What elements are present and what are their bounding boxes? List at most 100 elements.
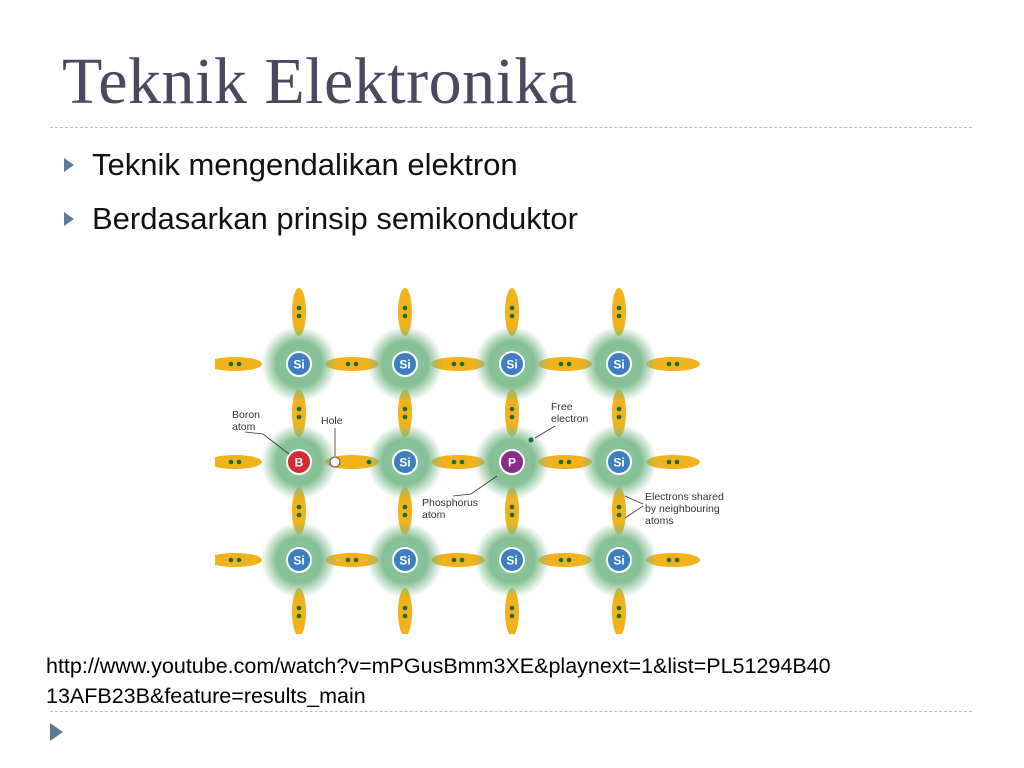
shared-electrons-annotation: atoms — [645, 515, 674, 527]
shared-electrons-annotation: by neighbouring — [645, 503, 720, 515]
boron-annotation: atom — [232, 421, 256, 433]
electron-dot — [616, 605, 622, 611]
silicon-atom-label: Si — [613, 554, 624, 568]
silicon-atom — [392, 351, 418, 377]
covalent-bond — [612, 288, 626, 336]
electron-dot — [296, 512, 302, 518]
source-link[interactable]: http://www.youtube.com/watch?v=mPGusBmm3… — [46, 651, 986, 711]
silicon-atom — [286, 547, 312, 573]
bullet-list: Teknik mengendalikan elektron Berdasarka… — [64, 142, 578, 250]
covalent-bond — [398, 588, 412, 634]
electron-dot — [558, 361, 564, 367]
shared-electrons-annotation: Electrons shared — [645, 491, 724, 503]
electron-dot — [353, 557, 359, 563]
footer-divider — [50, 711, 972, 712]
electron-dot — [296, 605, 302, 611]
electron-dot — [674, 361, 680, 367]
phosphorus-atom — [499, 449, 525, 475]
electron-dot — [402, 605, 408, 611]
silicon-atom-label: Si — [506, 554, 517, 568]
electron-dot — [451, 459, 457, 465]
triangle-bullet-icon — [64, 158, 74, 172]
boron-atom-label: B — [295, 456, 304, 470]
boron-pointer — [244, 431, 290, 455]
electron-dot — [459, 361, 465, 367]
silicon-atom — [606, 351, 632, 377]
covalent-bond — [431, 455, 485, 469]
silicon-atom-label: Si — [399, 456, 410, 470]
electron-dot — [558, 459, 564, 465]
electron-dot — [616, 414, 622, 420]
covalent-bond — [431, 553, 485, 567]
free-electron-annotation: electron — [551, 413, 589, 425]
electron-dot — [509, 605, 515, 611]
covalent-bond — [292, 288, 306, 336]
silicon-atom-label: Si — [293, 554, 304, 568]
electron-dot — [366, 459, 372, 465]
electron-dot — [228, 361, 234, 367]
electron-dot — [509, 305, 515, 311]
electron-dot — [402, 613, 408, 619]
hole-marker — [329, 456, 341, 468]
electron-dot — [459, 459, 465, 465]
phosphorus-atom-label: P — [508, 456, 516, 470]
bullet-item: Berdasarkan prinsip semikonduktor — [64, 196, 578, 250]
covalent-bond — [646, 357, 700, 371]
bullet-text: Berdasarkan prinsip semikonduktor — [92, 201, 578, 236]
covalent-bond — [325, 357, 379, 371]
electron-dot — [616, 305, 622, 311]
hole-annotation: Hole — [321, 415, 343, 427]
silicon-atom-label: Si — [293, 358, 304, 372]
electron-dot — [509, 414, 515, 420]
electron-dot — [228, 557, 234, 563]
slide-title: Teknik Elektronika — [62, 45, 578, 118]
shared-pointer — [624, 495, 644, 505]
electron-dot — [566, 459, 572, 465]
shared-pointer — [624, 505, 644, 519]
bullet-item: Teknik mengendalikan elektron — [64, 142, 578, 196]
electron-dot — [296, 406, 302, 412]
electron-dot — [345, 557, 351, 563]
phosphorus-pointer — [452, 475, 498, 497]
electron-dot — [296, 313, 302, 319]
electron-dot — [402, 512, 408, 518]
electron-dot — [616, 504, 622, 510]
electron-dot — [509, 406, 515, 412]
free-electron-dot — [528, 437, 534, 443]
electron-dot — [228, 459, 234, 465]
triangle-footer-icon — [50, 723, 63, 741]
electron-dot — [296, 305, 302, 311]
silicon-atom — [499, 351, 525, 377]
triangle-bullet-icon — [64, 212, 74, 226]
title-divider — [50, 127, 972, 128]
electron-dot — [674, 557, 680, 563]
electron-dot — [451, 557, 457, 563]
source-url-line: http://www.youtube.com/watch?v=mPGusBmm3… — [46, 654, 831, 678]
electron-dot — [616, 406, 622, 412]
covalent-bond — [398, 288, 412, 336]
electron-dot — [666, 459, 672, 465]
electron-dot — [402, 305, 408, 311]
covalent-bond — [646, 553, 700, 567]
electron-dot — [451, 361, 457, 367]
electron-dot — [509, 613, 515, 619]
silicon-atom — [392, 449, 418, 475]
boron-atom — [286, 449, 312, 475]
electron-dot — [674, 459, 680, 465]
covalent-bond — [325, 553, 379, 567]
electron-dot — [402, 504, 408, 510]
source-url-line: 13AFB23B&feature=results_main — [46, 684, 366, 708]
electron-dot — [509, 313, 515, 319]
boron-annotation: Boron — [232, 409, 260, 421]
electron-dot — [236, 459, 242, 465]
electron-dot — [296, 504, 302, 510]
electron-dot — [509, 504, 515, 510]
electron-dot — [509, 512, 515, 518]
silicon-atom — [606, 449, 632, 475]
silicon-atom-label: Si — [399, 554, 410, 568]
silicon-atom-label: Si — [506, 358, 517, 372]
electron-dot — [402, 313, 408, 319]
electron-dot — [296, 613, 302, 619]
covalent-bond — [612, 588, 626, 634]
electron-dot — [459, 557, 465, 563]
